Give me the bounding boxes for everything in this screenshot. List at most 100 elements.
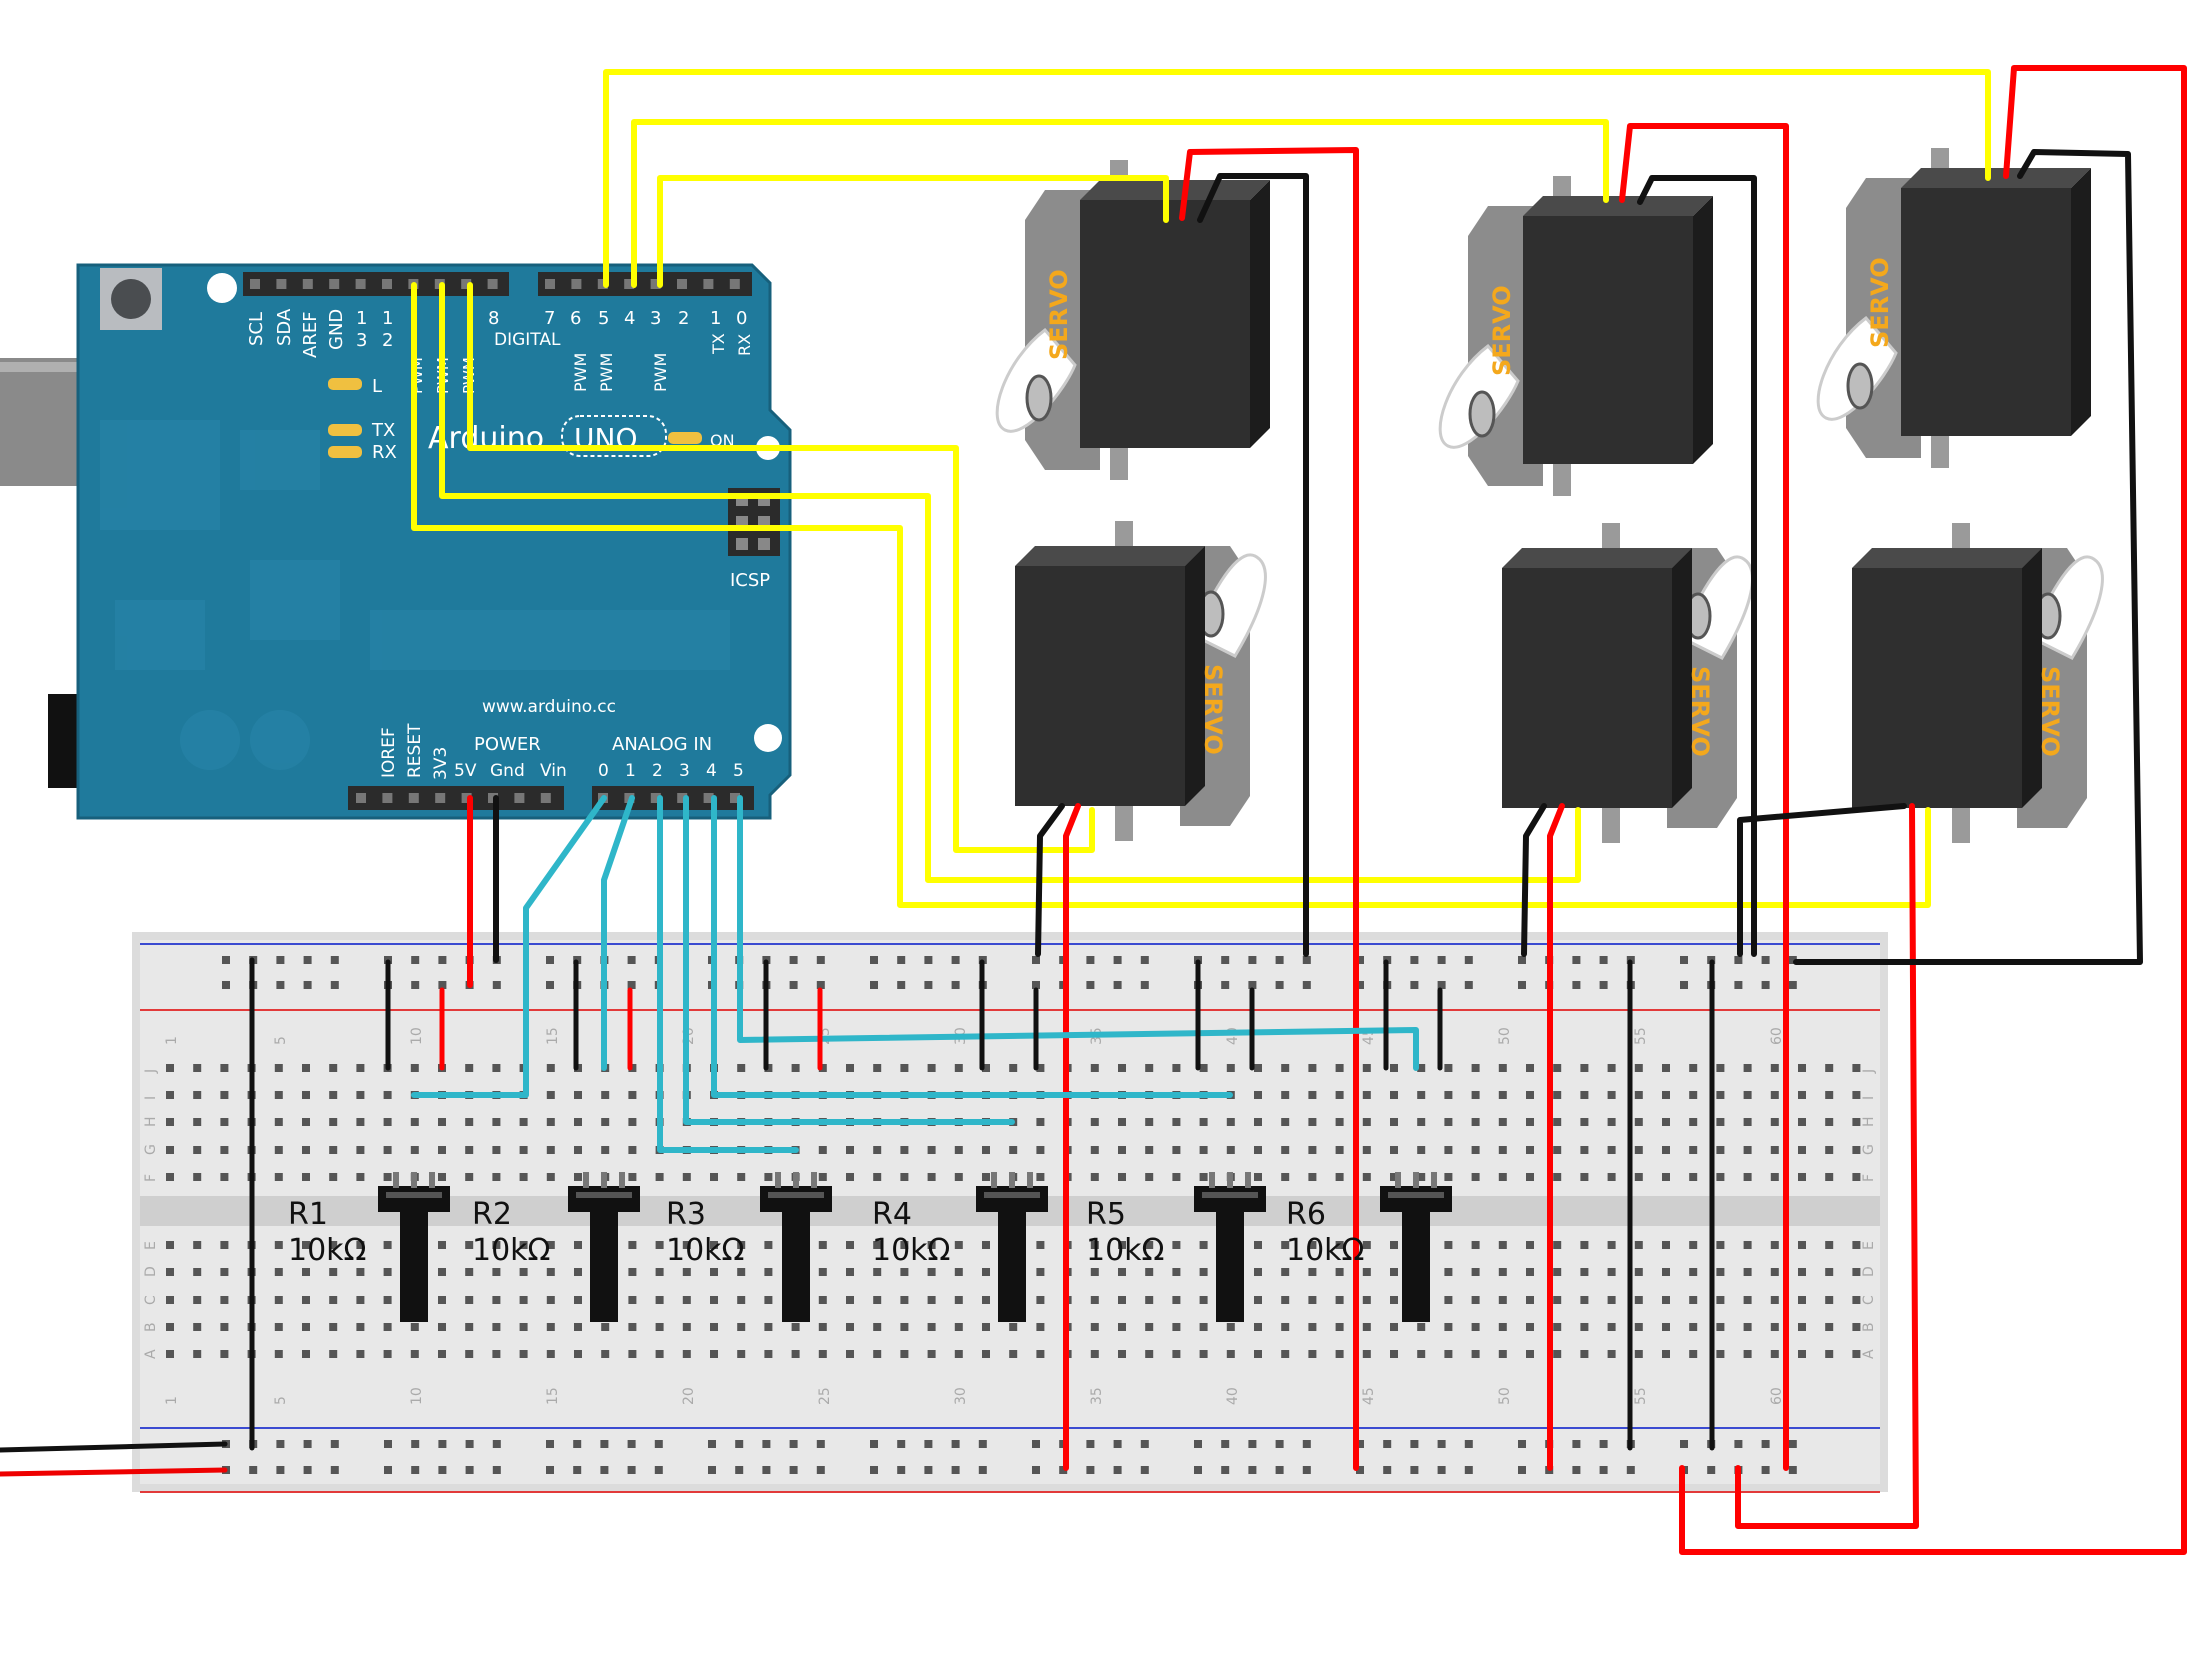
potentiometer[interactable]: [378, 1172, 450, 1322]
breadboard-hole: [383, 1091, 392, 1099]
breadboard-hole: [492, 1146, 501, 1154]
breadboard-hole: [356, 1296, 365, 1304]
breadboard-hole: [438, 956, 447, 964]
breadboard-hole: [628, 1296, 637, 1304]
external-red-lead: [0, 1467, 228, 1477]
breadboard-hole: [329, 1268, 338, 1276]
breadboard-hole: [628, 1173, 637, 1181]
breadboard-hole: [383, 1173, 392, 1181]
potentiometer[interactable]: [976, 1172, 1048, 1322]
breadboard-hole: [1444, 1268, 1453, 1276]
breadboard-hole: [1689, 1350, 1698, 1358]
breadboard-hole: [1825, 1323, 1834, 1331]
breadboard-hole: [1580, 1268, 1589, 1276]
potentiometer[interactable]: [568, 1172, 640, 1322]
breadboard-hole: [1226, 1146, 1235, 1154]
breadboard-hole: [1118, 1173, 1126, 1181]
breadboard-hole: [276, 1440, 285, 1448]
breadboard-hole: [329, 1241, 338, 1249]
breadboard-hole: [1607, 1241, 1616, 1249]
breadboard-hole: [1580, 1146, 1589, 1154]
breadboard-hole: [628, 1350, 637, 1358]
breadboard-column-number: 50: [1497, 1027, 1513, 1045]
pin-label-13b: 3: [356, 330, 367, 351]
breadboard-hole: [710, 1350, 718, 1358]
breadboard-hole: [601, 1323, 610, 1331]
header-pin: [435, 793, 446, 803]
header-pin: [677, 279, 687, 289]
breadboard-hole: [1662, 1091, 1670, 1099]
breadboard-hole: [1444, 1296, 1453, 1304]
breadboard-hole: [1199, 1173, 1208, 1181]
breadboard-hole: [1254, 1350, 1262, 1358]
breadboard-hole: [1526, 1146, 1534, 1154]
breadboard-hole: [1009, 1146, 1018, 1154]
breadboard-hole: [1464, 956, 1473, 964]
potentiometer-value: 10kΩ: [1286, 1233, 1364, 1268]
breadboard-hole: [1086, 1466, 1095, 1474]
breadboard-hole: [1553, 1296, 1562, 1304]
breadboard-hole: [737, 1296, 746, 1304]
breadboard-hole: [492, 1173, 501, 1181]
breadboard-hole: [1444, 1173, 1453, 1181]
breadboard-hole: [1356, 1466, 1364, 1474]
breadboard-hole: [438, 1146, 446, 1154]
breadboard-hole: [818, 1268, 827, 1276]
breadboard-hole: [1410, 956, 1419, 964]
breadboard-hole: [1390, 1146, 1398, 1154]
breadboard-hole: [846, 1064, 854, 1072]
breadboard-row-letter: B: [1861, 1322, 1877, 1332]
breadboard-hole: [1852, 1268, 1861, 1276]
breadboard-hole: [1362, 1146, 1371, 1154]
pin-label-reset: RESET: [405, 723, 425, 778]
breadboard-hole: [329, 1146, 338, 1154]
breadboard-hole: [601, 1118, 610, 1126]
breadboard-hole: [1009, 1064, 1018, 1072]
breadboard-hole: [1743, 1173, 1752, 1181]
breadboard-hole: [519, 1241, 528, 1249]
breadboard-hole: [873, 1323, 882, 1331]
breadboard-hole: [438, 1350, 446, 1358]
potentiometer[interactable]: [1194, 1172, 1266, 1322]
breadboard-hole: [1607, 1296, 1616, 1304]
breadboard-hole: [1770, 1323, 1779, 1331]
breadboard-hole: [1852, 1350, 1861, 1358]
breadboard-hole: [1788, 1466, 1797, 1474]
breadboard-hole: [1390, 1323, 1398, 1331]
breadboard-hole: [1634, 1064, 1643, 1072]
potentiometer[interactable]: [760, 1172, 832, 1322]
potentiometer-name: R4: [872, 1197, 912, 1232]
header-analog: [592, 786, 754, 810]
breadboard-hole: [708, 1466, 716, 1474]
breadboard-hole: [1689, 1323, 1698, 1331]
breadboard-hole: [627, 1466, 636, 1474]
breadboard-hole: [1825, 1173, 1834, 1181]
breadboard-hole: [274, 1241, 283, 1249]
breadboard-hole: [1471, 1268, 1480, 1276]
potentiometer[interactable]: [1380, 1172, 1452, 1322]
breadboard-hole: [1172, 1323, 1181, 1331]
ground-wire-servo2: [1637, 175, 1757, 957]
breadboard-hole: [791, 1064, 800, 1072]
breadboard-hole: [1580, 1064, 1589, 1072]
breadboard-hole: [682, 1350, 691, 1358]
analog-wire-a2: [657, 795, 799, 1153]
servo-label: SERVO: [2036, 666, 2064, 757]
breadboard-hole: [1036, 1268, 1045, 1276]
breadboard-hole: [1526, 1350, 1534, 1358]
breadboard-hole: [1798, 1296, 1806, 1304]
breadboard-hole: [574, 1268, 582, 1276]
breadboard-hole: [1798, 1146, 1806, 1154]
breadboard-hole: [438, 1466, 447, 1474]
breadboard-hole: [870, 1466, 878, 1474]
breadboard-hole: [166, 1091, 174, 1099]
breadboard-hole: [1444, 1146, 1453, 1154]
breadboard-hole: [1852, 1091, 1861, 1099]
breadboard-hole: [1689, 1268, 1698, 1276]
pwm-label-3: PWM: [651, 353, 670, 392]
breadboard-hole: [1498, 1241, 1507, 1249]
breadboard-hole: [1172, 1350, 1181, 1358]
breadboard-hole: [222, 956, 230, 964]
breadboard-hole: [1626, 1466, 1635, 1474]
breadboard-hole: [1254, 1268, 1262, 1276]
